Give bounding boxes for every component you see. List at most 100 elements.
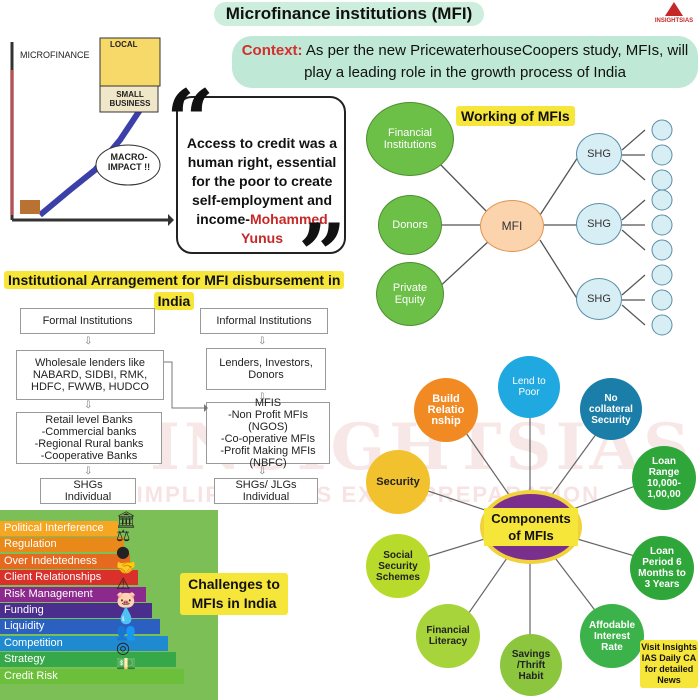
quote-author: Mohammed Yunus xyxy=(240,211,328,246)
informal-end: SHGs/ JLGs Individual xyxy=(214,478,318,504)
page-title: Microfinance institutions (MFI) xyxy=(214,2,484,26)
debt-icon: ● xyxy=(116,542,130,561)
shg-node-3: SHG xyxy=(576,278,622,320)
source-label: Financial Institutions xyxy=(383,127,437,151)
component-label: Build Relatio nship xyxy=(427,392,465,427)
down-arrow-icon: ⇩ xyxy=(84,466,93,477)
informal-header: Informal Institutions xyxy=(200,308,328,334)
working-connectors xyxy=(432,119,673,336)
component-label: Savings /Thrift Habit xyxy=(511,648,551,682)
shg-label: SHG xyxy=(587,148,611,160)
component-label: Lend to Poor xyxy=(512,376,546,398)
piggy-bank-icon: 🐷 xyxy=(116,590,136,609)
component-no-collateral: No collateral Security xyxy=(580,378,642,440)
down-arrow-icon: ⇩ xyxy=(84,400,93,411)
challenge-item: Competition xyxy=(0,635,168,651)
context-text: As per the new PricewaterhouseCoopers st… xyxy=(304,42,689,81)
component-loan-period: Loan Period 6 Months to 3 Years xyxy=(630,536,694,600)
cartoon-sign-box xyxy=(99,85,159,113)
component-loan-range: Loan Range 10,000-1,00,00 xyxy=(632,446,696,510)
cartoon-crowd xyxy=(99,37,161,87)
down-arrow-icon: ⇩ xyxy=(84,336,93,347)
source-donors: Donors xyxy=(378,195,442,255)
component-lend-to-poor: Lend to Poor xyxy=(498,356,560,418)
challenge-item: Regulation xyxy=(0,537,124,553)
down-arrow-icon: ⇩ xyxy=(258,466,267,477)
challenge-icons: 🏛 ⚖ ● 🤝 ⚠ 🐷 💧 👥 ◎ 💵 xyxy=(116,512,176,672)
shg-node-2: SHG xyxy=(576,203,622,245)
source-financial-institutions: Financial Institutions xyxy=(366,102,454,176)
cartoon-bubble-text: MACRO-IMPACT !! xyxy=(107,152,151,172)
component-security: Security xyxy=(366,450,430,514)
component-build-relationship: Build Relatio nship xyxy=(414,378,478,442)
component-interest-rate: Affodable Interest Rate xyxy=(580,604,644,668)
formal-end: SHGs Individual xyxy=(40,478,136,504)
building-icon: 🏛 xyxy=(116,510,137,529)
component-label: Loan Period 6 Months to 3 Years xyxy=(638,546,686,590)
challenge-item: Political Interference xyxy=(0,521,118,536)
retail-banks: Retail level Banks -Commercial banks -Re… xyxy=(16,412,162,464)
challenge-item: Strategy xyxy=(0,652,176,668)
source-label: Donors xyxy=(392,219,428,231)
challenge-item: Funding xyxy=(0,603,152,618)
component-label: Loan Range 10,000-1,00,00 xyxy=(647,456,681,500)
money-icon: 💵 xyxy=(116,654,136,673)
cross-connector xyxy=(164,361,208,412)
quote-box: Access to credit was a human right, esse… xyxy=(176,96,346,254)
source-label: Private Equity xyxy=(392,282,428,306)
component-label: No collateral Security xyxy=(589,392,633,426)
component-label: Financial Literacy xyxy=(426,625,470,647)
warning-icon: ⚠ xyxy=(116,574,131,593)
gavel-icon: ⚖ xyxy=(116,526,131,545)
shg-node-1: SHG xyxy=(576,133,622,175)
logo: INSIGHTSIAS xyxy=(650,2,698,32)
handshake-icon: 🤝 xyxy=(116,558,136,577)
down-arrow-icon: ⇩ xyxy=(258,336,267,347)
people-icon: 👥 xyxy=(116,622,136,641)
target-icon: ◎ xyxy=(116,638,130,657)
component-social-security: Social Security Schemes xyxy=(366,534,430,598)
working-title: Working of MFIs xyxy=(456,106,575,126)
cartoon-axis-label: MICROFINANCE xyxy=(20,50,90,60)
component-savings: Savings /Thrift Habit xyxy=(500,634,562,696)
down-arrow-icon: ⇩ xyxy=(258,392,267,403)
components-center: Components of MFIs xyxy=(480,490,582,564)
logo-text: INSIGHTSIAS xyxy=(654,18,694,24)
footer-note: Visit Insights IAS Daily CA for detailed… xyxy=(640,640,698,688)
logo-icon xyxy=(665,2,683,16)
challenge-item: Client Relationships xyxy=(0,570,138,586)
shg-label: SHG xyxy=(587,218,611,230)
open-quote-icon: “ xyxy=(166,71,215,170)
water-drop-icon: 💧 xyxy=(116,606,136,625)
wholesale-lenders: Wholesale lenders like NABARD, SIDBI, RM… xyxy=(16,350,164,400)
mfi-label: MFI xyxy=(501,219,523,233)
cartoon-growth-line xyxy=(38,108,143,218)
challenge-item: Over Indebtedness xyxy=(0,553,130,569)
source-private-equity: Private Equity xyxy=(376,262,444,326)
cartoon-speech-bubble xyxy=(95,144,161,186)
mfi-node: MFI xyxy=(480,200,544,252)
component-label: Affodable Interest Rate xyxy=(588,619,636,653)
component-label: Social Security Schemes xyxy=(376,549,420,583)
component-financial-literacy: Financial Literacy xyxy=(416,604,480,668)
cartoon-sign-top: LOCAL xyxy=(110,40,138,49)
challenge-item: Risk Management xyxy=(0,586,146,602)
shg-label: SHG xyxy=(587,293,611,305)
context-label: Context: xyxy=(241,42,303,59)
quote-text: Access to credit was a human right, esse… xyxy=(186,135,338,227)
cartoon-crate xyxy=(20,200,40,214)
context-banner: Context: As per the new PricewaterhouseC… xyxy=(232,36,698,88)
formal-header: Formal Institutions xyxy=(20,308,155,334)
challenges-title: Challenges to MFIs in India xyxy=(180,573,288,615)
cartoon-illustration xyxy=(10,37,174,226)
institutional-title: Institutional Arrangement for MFI disbur… xyxy=(4,271,345,310)
challenge-item: Liquidity xyxy=(0,619,160,635)
mfi-types: MFIS -Non Profit MFIs (NGOS) -Co-operati… xyxy=(206,397,330,469)
cartoon-x-arrowhead xyxy=(168,214,174,226)
cartoon-sign-text: SMALL BUSINESS xyxy=(109,90,151,108)
challenge-item: Credit Risk xyxy=(0,668,184,684)
components-title: Components of MFIs xyxy=(484,508,578,546)
component-label: Security xyxy=(376,475,420,488)
informal-lenders: Lenders, Investors, Donors xyxy=(206,348,326,390)
institutional-title-wrap: Institutional Arrangement for MFI disbur… xyxy=(4,270,345,312)
